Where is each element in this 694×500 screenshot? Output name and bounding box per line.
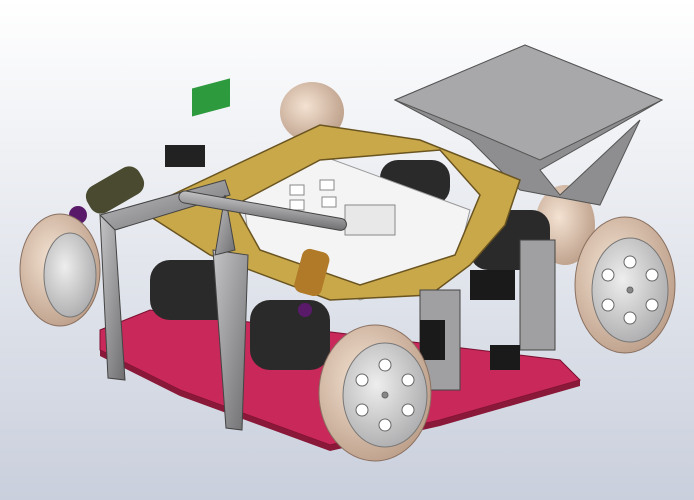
- sensor-connectors: [420, 270, 520, 370]
- brush-roller: [85, 166, 145, 214]
- base-plate-edge: [100, 350, 580, 451]
- black-connector: [165, 145, 205, 167]
- ramp-top: [393, 44, 664, 161]
- wheel-rear-right: [574, 216, 676, 354]
- gripper-cylinder: [294, 248, 330, 297]
- gripper-cap: [298, 303, 312, 317]
- wheel-front-left: [19, 213, 101, 327]
- controller-buttons: [289, 179, 396, 236]
- green-sensor-board: [192, 78, 230, 117]
- front-frame: [99, 179, 347, 431]
- wheel-front-right: [318, 324, 432, 462]
